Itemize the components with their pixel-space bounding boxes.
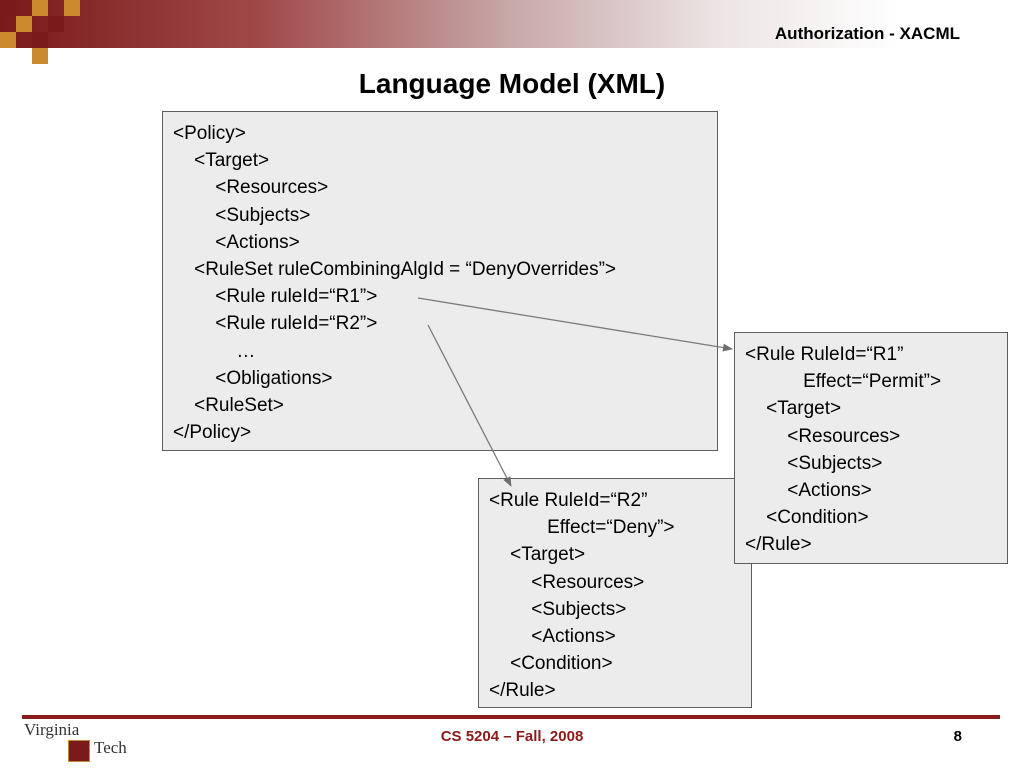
footer-divider	[22, 715, 1000, 719]
code-line: <Rule ruleId=“R2”>	[173, 313, 378, 335]
code-line: <Rule RuleId=“R2”	[489, 490, 648, 511]
code-line: <Policy>	[173, 123, 246, 144]
slide-title: Language Model (XML)	[358, 68, 666, 99]
rule-r2-code-box: <Rule RuleId=“R2” Effect=“Deny”> <Target…	[478, 478, 752, 708]
code-line: <Rule RuleId=“R1”	[745, 344, 904, 365]
code-line: <Resources>	[489, 571, 645, 593]
code-line: <Actions>	[745, 480, 872, 502]
code-line: <RuleSet ruleCombiningAlgId = “DenyOverr…	[173, 259, 617, 281]
code-line: <Target>	[489, 544, 586, 566]
page-number: 8	[953, 728, 962, 745]
code-line: <Target>	[745, 398, 842, 420]
header-band	[0, 0, 1024, 48]
footer-course: CS 5204 – Fall, 2008	[440, 728, 584, 745]
code-line: <RuleSet>	[173, 395, 284, 417]
virginia-tech-logo: Virginia Tech	[24, 720, 136, 764]
decor-square	[16, 16, 32, 32]
decor-square	[64, 0, 80, 16]
decor-square	[32, 32, 48, 48]
logo-text-bottom: Tech	[94, 738, 127, 757]
code-line: Effect=“Permit”>	[745, 371, 942, 393]
code-line: …	[173, 340, 256, 362]
code-line: <Rule ruleId=“R1”>	[173, 286, 378, 308]
code-line: Effect=“Deny”>	[489, 517, 675, 539]
logo-mark-icon	[68, 740, 90, 762]
code-line: <Actions>	[173, 231, 300, 253]
logo-text-top: Virginia	[24, 720, 80, 739]
code-line: <Subjects>	[173, 204, 311, 226]
code-line: <Condition>	[489, 653, 613, 675]
decor-square	[0, 32, 16, 48]
code-line: </Rule>	[745, 534, 812, 556]
code-line: <Resources>	[745, 425, 901, 447]
code-line: <Target>	[173, 150, 270, 172]
code-line: <Subjects>	[489, 598, 627, 620]
code-line: <Resources>	[173, 177, 329, 199]
code-line: <Subjects>	[745, 452, 883, 474]
rule-r1-code-box: <Rule RuleId=“R1” Effect=“Permit”> <Targ…	[734, 332, 1008, 564]
decor-square	[0, 0, 16, 16]
code-line: <Obligations>	[173, 367, 333, 389]
policy-code-box: <Policy> <Target> <Resources> <Subjects>…	[162, 111, 718, 451]
decor-square	[32, 0, 48, 16]
decor-square	[32, 48, 48, 64]
code-line: <Condition>	[745, 507, 869, 529]
decor-square	[48, 16, 64, 32]
code-line: </Rule>	[489, 680, 556, 702]
code-line: </Policy>	[173, 422, 252, 444]
header-title: Authorization - XACML	[774, 24, 960, 43]
code-line: <Actions>	[489, 626, 616, 648]
